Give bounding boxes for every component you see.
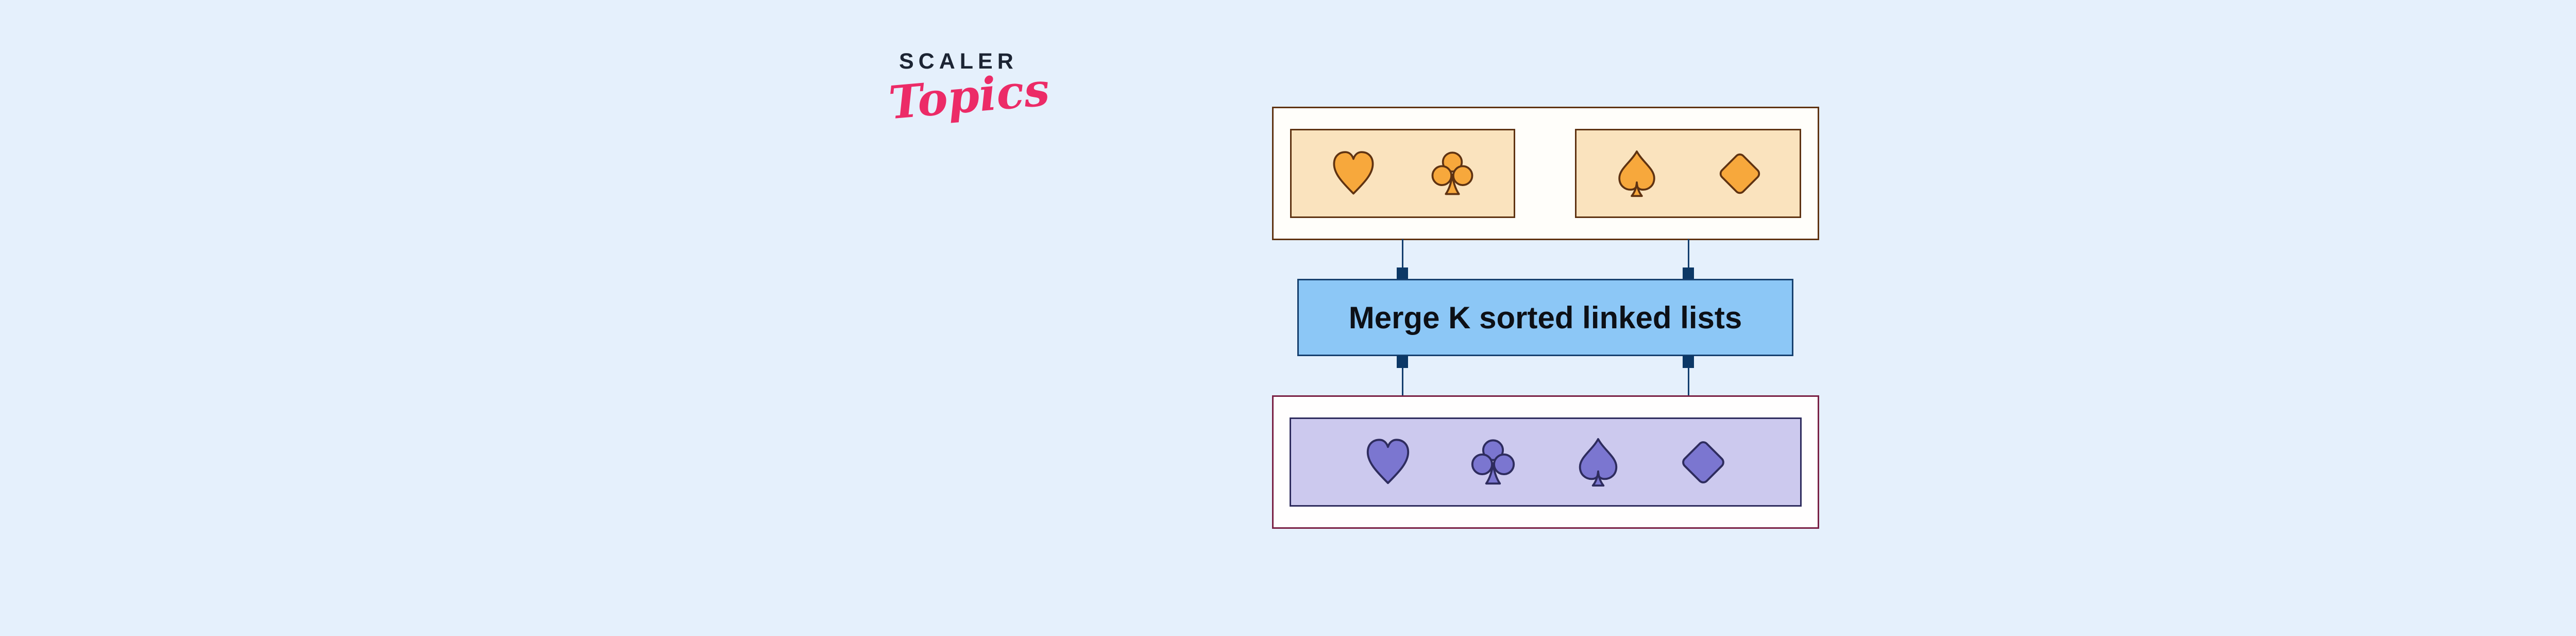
logo-sub-text: Topics xyxy=(887,62,1052,130)
merged-list-box xyxy=(1272,395,1819,529)
input-lists-box xyxy=(1272,107,1819,240)
merge-title-box: Merge K sorted linked lists xyxy=(1297,279,1793,356)
spade-icon xyxy=(1579,438,1618,487)
club-icon xyxy=(1431,151,1473,195)
heart-icon xyxy=(1366,438,1410,484)
connector-line xyxy=(1688,367,1689,396)
merged-list-card xyxy=(1290,417,1802,507)
club-icon xyxy=(1471,439,1515,484)
merge-title-label: Merge K sorted linked lists xyxy=(1348,300,1742,335)
connector-port xyxy=(1397,356,1408,368)
scaler-topics-logo: SCALER Topics xyxy=(887,49,1052,154)
diamond-icon xyxy=(1680,439,1726,486)
connector-port xyxy=(1683,267,1694,280)
connector-line xyxy=(1402,239,1403,269)
spade-icon xyxy=(1618,150,1655,197)
heart-icon xyxy=(1333,150,1374,194)
connector-port xyxy=(1683,356,1694,368)
linked-list-card-2 xyxy=(1575,129,1801,218)
linked-list-card-1 xyxy=(1290,129,1515,218)
diamond-icon xyxy=(1717,151,1762,196)
connector-line xyxy=(1402,367,1403,396)
logo-brand-text: SCALER xyxy=(899,49,1018,74)
connector-port xyxy=(1397,267,1408,280)
connector-line xyxy=(1688,239,1689,269)
